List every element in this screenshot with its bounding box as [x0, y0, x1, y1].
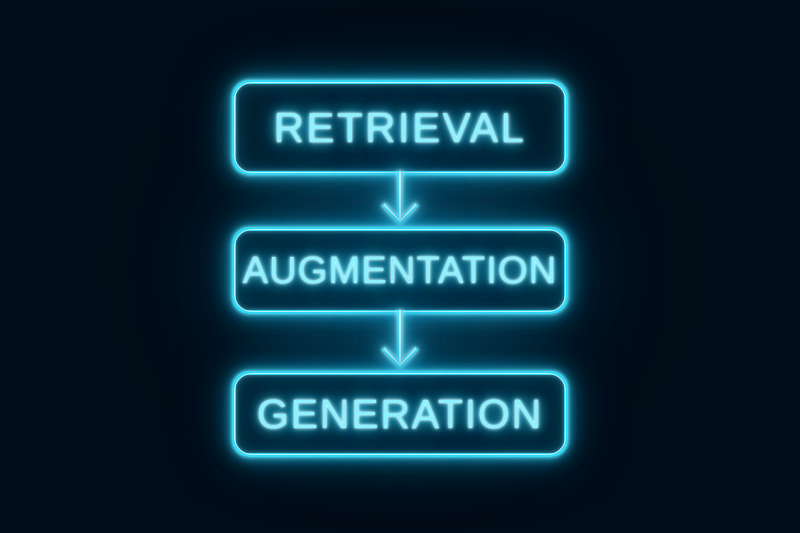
flow-step-generation[interactable]: GENERATION [232, 371, 568, 457]
flow-connector-retrieval-to-augmentation [232, 171, 568, 227]
arrow-down-icon [381, 310, 419, 370]
arrow-down-icon [381, 171, 419, 226]
flow-step-label: RETRIEVAL [273, 103, 527, 151]
flow-step-label: GENERATION [256, 390, 544, 437]
flow-connector-augmentation-to-generation [232, 310, 568, 371]
flow-step-augmentation[interactable]: AUGMENTATION [232, 227, 568, 314]
flow-step-retrieval[interactable]: RETRIEVAL [232, 80, 568, 175]
flow-diagram: RETRIEVAL AUGMENTATION G [232, 80, 568, 457]
flow-step-label: AUGMENTATION [242, 249, 558, 292]
